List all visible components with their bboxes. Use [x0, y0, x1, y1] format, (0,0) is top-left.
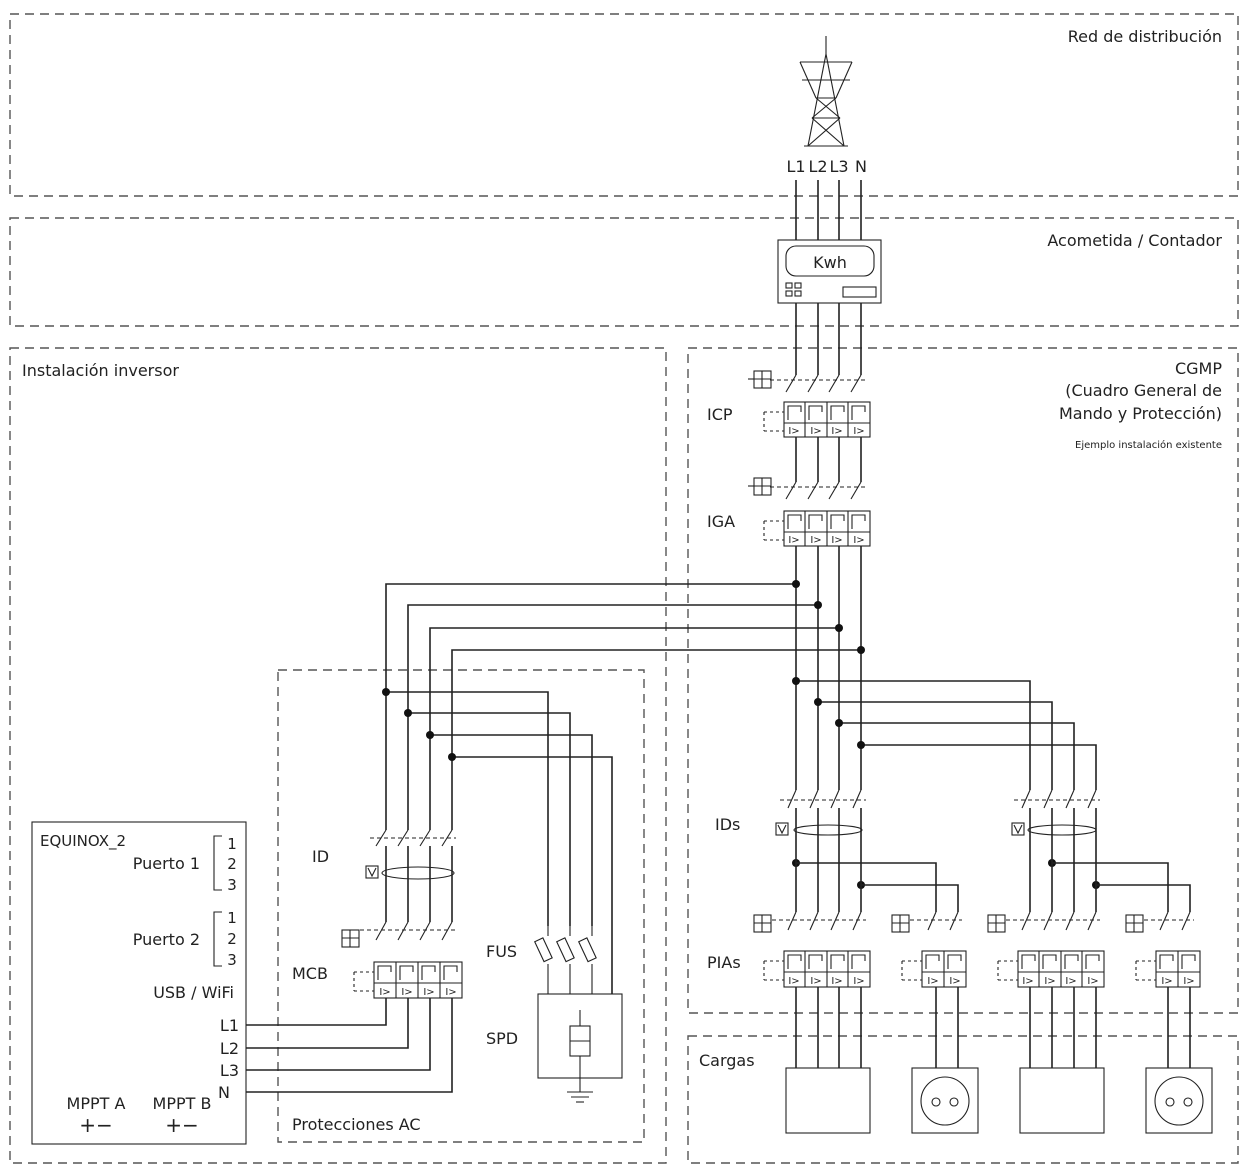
port2-label: Puerto 2	[133, 930, 200, 949]
pia2-mark-1: I>	[927, 976, 938, 987]
fuse-group	[533, 926, 597, 994]
output-label-l2: L2	[220, 1039, 239, 1058]
port1-pin-3: 3	[227, 876, 237, 894]
iga-mark-1: I>	[788, 535, 799, 546]
mcb-breaker: I> I> I> I>	[341, 921, 463, 999]
pia3-mark-4: I>	[1087, 976, 1098, 987]
title-instalacion-inversor: Instalación inversor	[22, 361, 179, 380]
mppt-a-polarity: +−	[79, 1113, 113, 1137]
port1-pin-2: 2	[227, 855, 237, 873]
iga-label: IGA	[707, 512, 735, 531]
pia3-mark-2: I>	[1044, 976, 1055, 987]
pia2-mark-2: I>	[949, 976, 960, 987]
ground-icon	[567, 1091, 593, 1103]
pia4-mark-1: I>	[1161, 976, 1172, 987]
cgmp-note: Ejemplo instalación existente	[1075, 439, 1222, 451]
title-acometida: Acometida / Contador	[1047, 231, 1222, 250]
output-label-l1: L1	[220, 1016, 239, 1035]
spd-device	[537, 993, 623, 1092]
title-cargas: Cargas	[699, 1051, 755, 1070]
title-cgmp: CGMP	[1175, 359, 1222, 378]
title-cgmp-line2: (Cuadro General de	[1065, 381, 1222, 400]
pia-4p-left: I> I> I> I>	[753, 911, 871, 988]
pias-label: PIAs	[707, 953, 741, 972]
pia-4p-right: I> I> I> I>	[987, 911, 1105, 988]
inverter-model: EQUINOX_2	[40, 832, 126, 851]
inverter-output-wires	[246, 998, 453, 1093]
mcb-mark-3: I>	[423, 987, 434, 998]
pia1-mark-3: I>	[831, 976, 842, 987]
phase-label-n: N	[855, 157, 867, 176]
port2-pin-3: 3	[227, 951, 237, 969]
mcb-mark-2: I>	[401, 987, 412, 998]
iga-mark-2: I>	[810, 535, 821, 546]
load-box-left	[785, 1067, 871, 1134]
socket-icon-left	[911, 1067, 979, 1134]
ac-id-label: ID	[312, 847, 329, 866]
section-protecciones-ac	[277, 669, 645, 1143]
icp-label: ICP	[707, 405, 733, 424]
phase-label-l3: L3	[829, 157, 848, 176]
iga-mark-3: I>	[831, 535, 842, 546]
title-protecciones-ac: Protecciones AC	[292, 1115, 421, 1134]
meter-label: Kwh	[813, 253, 847, 272]
spd-branch-wires	[386, 691, 613, 994]
pia1-mark-4: I>	[853, 976, 864, 987]
pia4-mark-2: I>	[1183, 976, 1194, 987]
mcb-mark-1: I>	[379, 987, 390, 998]
ac-internal-wires	[385, 846, 453, 922]
grid-phase-labels: L1 L2 L3 N	[786, 157, 867, 176]
pia-2p-left: I> I>	[891, 911, 967, 988]
ids-residual-switches	[775, 789, 1100, 836]
pia-2p-right: I> I>	[1125, 911, 1201, 988]
icp-mark-4: I>	[853, 426, 864, 437]
iga-mark-4: I>	[853, 535, 864, 546]
ac-id-residual-switch	[365, 829, 456, 880]
iga-switch: I> I> I> I> IGA	[707, 477, 871, 547]
port1-label: Puerto 1	[133, 854, 200, 873]
port2-pin-1: 1	[227, 909, 237, 927]
phase-label-l2: L2	[808, 157, 827, 176]
spd-label: SPD	[486, 1029, 518, 1048]
inverter-box: EQUINOX_2 Puerto 1 1 2 3 Puerto 2 1 2 3 …	[31, 821, 247, 1145]
pia3-mark-3: I>	[1065, 976, 1076, 987]
icp-mark-1: I>	[788, 426, 799, 437]
mcb-mark-4: I>	[445, 987, 456, 998]
transmission-tower-icon	[799, 36, 853, 147]
section-instalacion-inversor	[9, 347, 667, 1164]
section-acometida	[9, 217, 1239, 327]
output-label-n: N	[218, 1083, 230, 1102]
pia1-mark-2: I>	[810, 976, 821, 987]
icp-mark-2: I>	[810, 426, 821, 437]
pia-feeder-wires	[795, 808, 1191, 912]
id-feeder-wires	[796, 680, 1097, 790]
ids-label: IDs	[715, 815, 740, 834]
socket-icon-right	[1145, 1067, 1213, 1134]
section-cgmp	[687, 347, 1239, 1014]
output-label-l3: L3	[220, 1061, 239, 1080]
title-red-distribucion: Red de distribución	[1068, 27, 1222, 46]
pia1-mark-1: I>	[788, 976, 799, 987]
icp-mark-3: I>	[831, 426, 842, 437]
inverter-feed-wires	[385, 583, 861, 830]
section-red-distribucion	[9, 13, 1239, 197]
section-cargas	[687, 1035, 1239, 1164]
load-box-right	[1019, 1067, 1105, 1134]
mppt-a-label: MPPT A	[67, 1094, 126, 1113]
usb-wifi-label: USB / WiFi	[153, 983, 234, 1002]
port2-pin-2: 2	[227, 930, 237, 948]
port1-pin-1: 1	[227, 835, 237, 853]
pia3-mark-1: I>	[1022, 976, 1033, 987]
load-wires	[795, 987, 1191, 1068]
mppt-b-polarity: +−	[165, 1113, 199, 1137]
fus-label: FUS	[486, 942, 517, 961]
mppt-b-label: MPPT B	[153, 1094, 212, 1113]
title-cgmp-line3: Mando y Protección)	[1059, 404, 1222, 423]
mcb-label: MCB	[292, 964, 328, 983]
icp-switch: I> I> I> I> ICP	[707, 370, 871, 438]
energy-meter: Kwh	[777, 239, 882, 304]
phase-label-l1: L1	[786, 157, 805, 176]
